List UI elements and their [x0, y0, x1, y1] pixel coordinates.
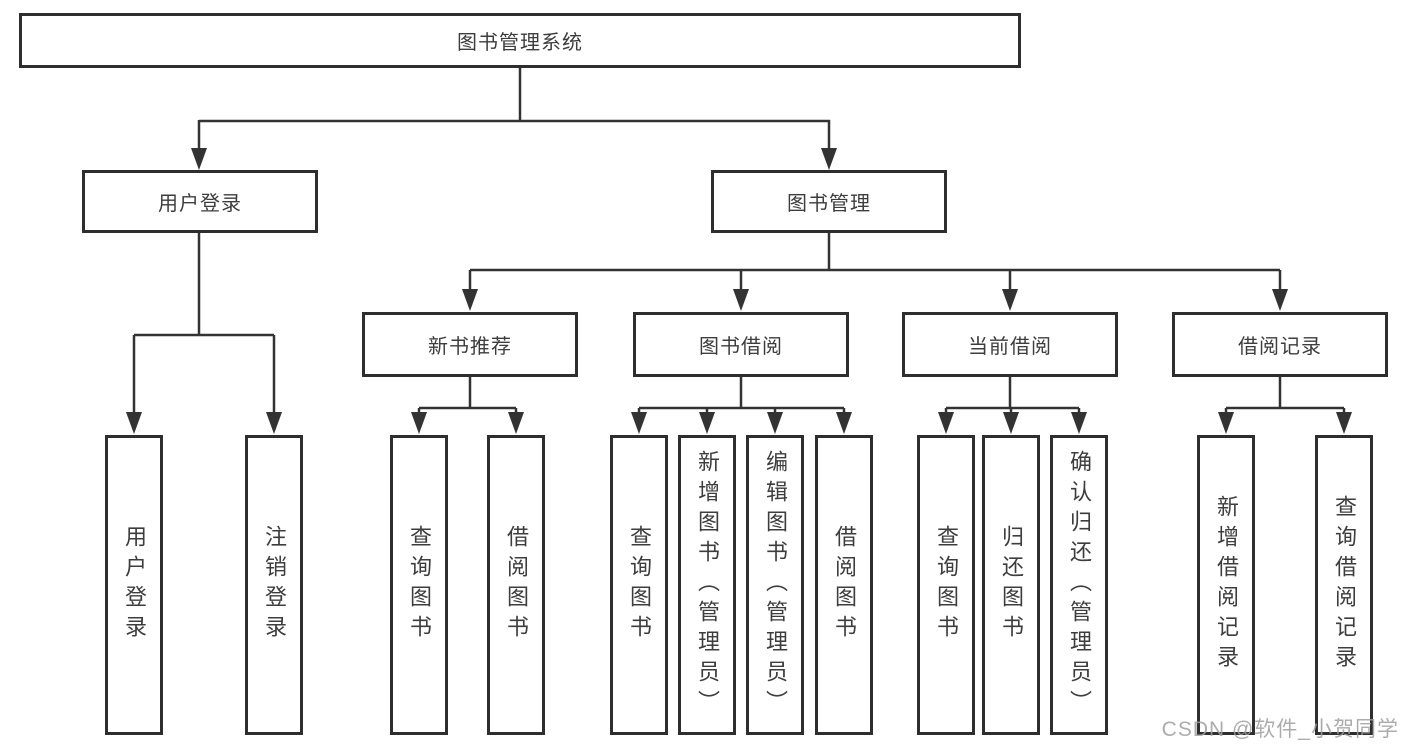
node-book-management-label: 图书管理: [787, 193, 871, 215]
node-new-book-recommend-label: 新书推荐: [428, 336, 512, 358]
node-root-system: 图书管理系统: [19, 13, 1021, 68]
node-borrowing-records-label: 借阅记录: [1238, 336, 1322, 358]
leaf-return-books: 归还图书: [982, 435, 1040, 735]
leaf-query-books-borrowing: 查询图书: [610, 435, 668, 735]
leaf-borrow-books-recommend-label: 借阅图书: [504, 525, 529, 645]
leaf-borrow-books-borrowing-label: 借阅图书: [832, 525, 857, 645]
leaf-query-borrow-record: 查询借阅记录: [1315, 435, 1373, 735]
leaf-edit-book-admin-label: 编辑图书（管理员）: [763, 450, 788, 720]
node-root-system-label: 图书管理系统: [457, 32, 583, 54]
leaf-confirm-return-admin: 确认归还（管理员）: [1050, 435, 1108, 735]
leaf-add-book-admin: 新增图书（管理员）: [678, 435, 736, 735]
leaf-logout: 注销登录: [245, 435, 303, 735]
leaf-query-borrow-record-label: 查询借阅记录: [1332, 495, 1357, 675]
leaf-add-borrow-record: 新增借阅记录: [1197, 435, 1255, 735]
node-book-borrowing-label: 图书借阅: [699, 336, 783, 358]
leaf-query-books-recommend: 查询图书: [390, 435, 448, 735]
node-user-login-label: 用户登录: [158, 193, 242, 215]
leaf-return-books-label: 归还图书: [999, 525, 1024, 645]
leaf-query-books-recommend-label: 查询图书: [407, 525, 432, 645]
leaf-query-books-borrowing-label: 查询图书: [627, 525, 652, 645]
node-user-login: 用户登录: [82, 170, 318, 233]
node-current-borrowing: 当前借阅: [902, 312, 1118, 377]
node-book-management: 图书管理: [711, 170, 947, 233]
leaf-user-login-label: 用户登录: [122, 525, 147, 645]
leaf-user-login: 用户登录: [105, 435, 163, 735]
leaf-query-books-current: 查询图书: [917, 435, 975, 735]
leaf-edit-book-admin: 编辑图书（管理员）: [746, 435, 804, 735]
leaf-add-borrow-record-label: 新增借阅记录: [1214, 495, 1239, 675]
leaf-confirm-return-admin-label: 确认归还（管理员）: [1067, 450, 1092, 720]
leaf-borrow-books-recommend: 借阅图书: [487, 435, 545, 735]
leaf-logout-label: 注销登录: [262, 525, 287, 645]
node-borrowing-records: 借阅记录: [1172, 312, 1388, 377]
node-current-borrowing-label: 当前借阅: [968, 336, 1052, 358]
node-new-book-recommend: 新书推荐: [362, 312, 578, 377]
node-book-borrowing: 图书借阅: [633, 312, 849, 377]
leaf-borrow-books-borrowing: 借阅图书: [815, 435, 873, 735]
leaf-add-book-admin-label: 新增图书（管理员）: [695, 450, 720, 720]
csdn-watermark: CSDN @软件_小贺同学: [1161, 718, 1399, 741]
leaf-query-books-current-label: 查询图书: [934, 525, 959, 645]
